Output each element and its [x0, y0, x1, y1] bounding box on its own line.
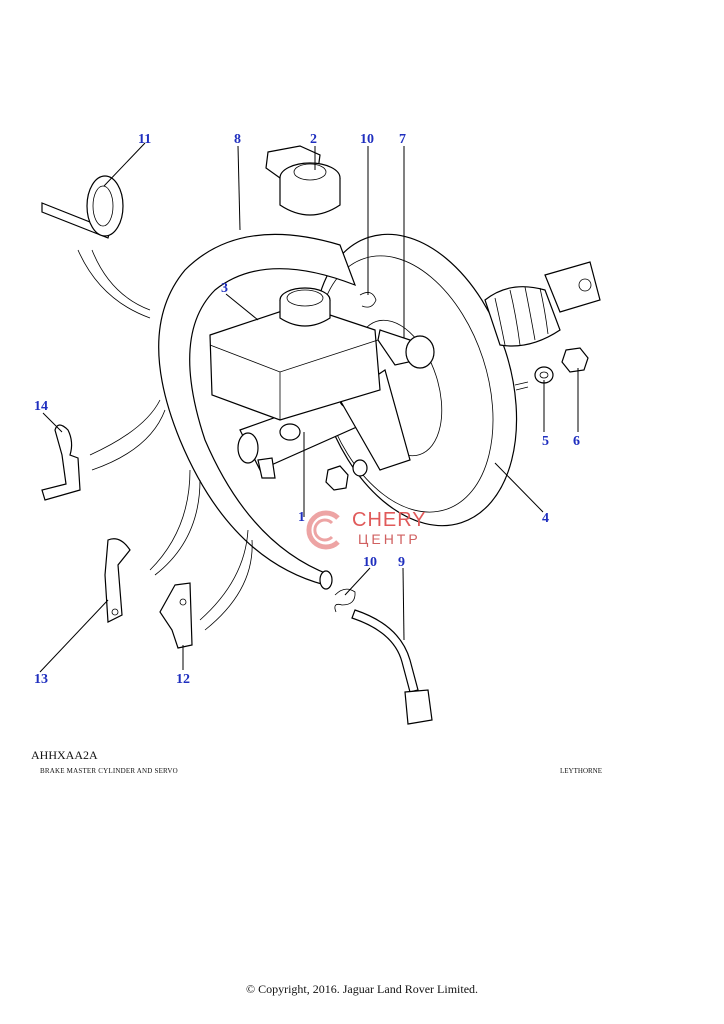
hose-clip-13: [104, 538, 131, 623]
watermark-line2: ЦЕНТР: [358, 531, 421, 547]
watermark-line1: CHERY: [352, 509, 427, 531]
brake-servo: [312, 233, 601, 527]
callout-11: 11: [138, 132, 151, 147]
callout-9: 9: [398, 555, 405, 570]
copyright-notice: © Copyright, 2016. Jaguar Land Rover Lim…: [245, 982, 479, 996]
hose-clip-lower: [334, 588, 356, 613]
leader-lines: [39, 142, 579, 673]
callout-2: 2: [310, 132, 317, 147]
vacuum-hose: [158, 233, 357, 590]
illustration-code: AHHXAA2A: [31, 748, 98, 762]
callout-12: 12: [176, 672, 190, 687]
callout-5: 5: [542, 434, 549, 449]
washer-lower: [352, 459, 368, 477]
callout-7: 7: [399, 132, 406, 147]
hose-clip-14: [41, 424, 81, 501]
nut-lower: [325, 465, 349, 491]
callout-10-lower: 10: [363, 555, 377, 570]
callout-8: 8: [234, 132, 241, 147]
hose-clip-12: [159, 582, 193, 649]
cable-tie: [41, 175, 124, 239]
plant-label: LEYTHORNE: [560, 767, 602, 775]
watermark-logo-icon: [306, 510, 340, 550]
check-valve: [377, 329, 435, 369]
hose-clip-upper: [359, 292, 377, 308]
callout-10-upper: 10: [360, 132, 374, 147]
reservoir-cap: [265, 145, 341, 216]
callout-6: 6: [573, 434, 580, 449]
nut: [561, 347, 589, 373]
fluid-reservoir: [209, 287, 381, 421]
illustration-caption: BRAKE MASTER CYLINDER AND SERVO: [40, 767, 178, 775]
callout-4: 4: [542, 511, 549, 526]
callout-14: 14: [34, 399, 48, 414]
callout-13: 13: [34, 672, 48, 687]
callout-3: 3: [221, 281, 228, 296]
brake-pipe: [351, 609, 433, 725]
callout-1: 1: [298, 510, 305, 525]
washer-hole: [539, 371, 549, 379]
